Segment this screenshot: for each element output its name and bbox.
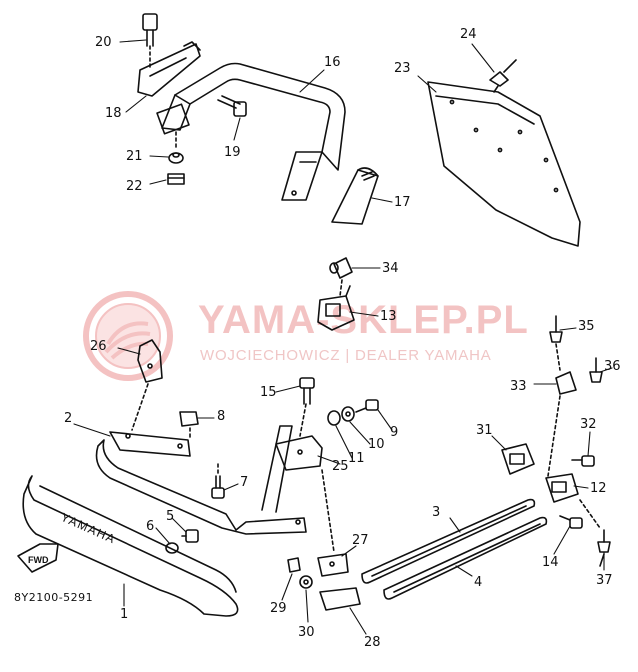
part-37-rivet-shape — [579, 499, 611, 567]
callout-28[interactable]: 28 — [364, 635, 381, 650]
part-32-bolt-shape — [571, 455, 595, 467]
part-30-washer-shape — [299, 575, 313, 589]
part-34-cap-shape — [329, 257, 353, 279]
yamaha-logo-watermark-icon — [83, 291, 173, 381]
part-8-nut-shape — [179, 411, 199, 427]
part-24-rivet-shape — [489, 59, 517, 93]
part-29-nut-shape — [287, 557, 301, 573]
part-31-holder-shape — [501, 443, 535, 475]
callout-13[interactable]: 13 — [380, 309, 397, 324]
callout-24[interactable]: 24 — [460, 27, 477, 42]
callout-29[interactable]: 29 — [270, 601, 287, 616]
part-23-flap-shape — [427, 81, 581, 247]
diagram-part-code: 8Y2100-5291 — [14, 591, 94, 604]
callout-1[interactable]: 1 — [120, 607, 129, 622]
part-21-washer-shape — [168, 152, 184, 164]
callout-8[interactable]: 8 — [217, 409, 226, 424]
callout-4[interactable]: 4 — [474, 575, 483, 590]
callout-26[interactable]: 26 — [90, 339, 107, 354]
part-12-holder-shape — [545, 395, 579, 503]
callout-14[interactable]: 14 — [542, 555, 559, 570]
part-27-bracket-shape — [317, 469, 349, 577]
part-4-trim-strip-shape — [383, 516, 548, 600]
part-3-trim-strip-shape — [361, 498, 536, 584]
callout-5[interactable]: 5 — [166, 509, 175, 524]
callout-19[interactable]: 19 — [224, 145, 241, 160]
part-16-grab-bar-shape — [156, 62, 346, 201]
part-7-bolt-shape — [211, 463, 225, 499]
callout-20[interactable]: 20 — [95, 35, 112, 50]
part-9-bolt-shape — [355, 399, 379, 413]
callout-11[interactable]: 11 — [348, 451, 365, 466]
callout-30[interactable]: 30 — [298, 625, 315, 640]
callout-37[interactable]: 37 — [596, 573, 613, 588]
part-22-nut-shape — [167, 173, 185, 185]
part-13-clamp-shape — [317, 285, 355, 331]
leader-lines — [73, 39, 613, 635]
callout-17[interactable]: 17 — [394, 195, 411, 210]
part-18-bracket-shape — [137, 41, 201, 97]
callout-9[interactable]: 9 — [390, 425, 399, 440]
part-17-end-cap-shape — [331, 167, 379, 225]
part-19-bolt-shape — [217, 95, 247, 117]
callout-15[interactable]: 15 — [260, 385, 277, 400]
callout-3[interactable]: 3 — [432, 505, 441, 520]
callout-27[interactable]: 27 — [352, 533, 369, 548]
part-20-bolt-shape — [142, 13, 158, 69]
fwd-arrow-icon: FWD — [17, 543, 59, 573]
watermark-subtitle: WOJCIECHOWICZ | DEALER YAMAHA — [200, 347, 492, 364]
watermark-title: YAMA-SKLEP.PL — [198, 298, 529, 342]
callout-10[interactable]: 10 — [368, 437, 385, 452]
callout-16[interactable]: 16 — [324, 55, 341, 70]
callout-6[interactable]: 6 — [146, 519, 155, 534]
callout-18[interactable]: 18 — [105, 106, 122, 121]
callout-7[interactable]: 7 — [240, 475, 249, 490]
part-25-bracket-shape — [275, 435, 323, 471]
part-26-bracket-shape — [131, 339, 163, 431]
callout-32[interactable]: 32 — [580, 417, 597, 432]
part-14-bolt-shape — [559, 515, 583, 529]
callout-22[interactable]: 22 — [126, 179, 143, 194]
part-11-washer-shape — [327, 410, 341, 426]
part-28-end-piece-shape — [319, 587, 361, 611]
part-35-rivet-shape — [549, 315, 563, 371]
part-15-bolt-shape — [299, 377, 315, 437]
part-5-bolt-shape — [181, 529, 199, 543]
callout-36[interactable]: 36 — [604, 359, 621, 374]
part-6-washer-shape — [165, 542, 179, 554]
part-33-cap-shape — [555, 371, 577, 395]
part-10-washer-shape — [341, 406, 355, 422]
callout-23[interactable]: 23 — [394, 61, 411, 76]
svg-text:FWD: FWD — [28, 555, 49, 565]
callout-2[interactable]: 2 — [64, 411, 73, 426]
callout-31[interactable]: 31 — [476, 423, 493, 438]
callout-34[interactable]: 34 — [382, 261, 399, 276]
callout-33[interactable]: 33 — [510, 379, 527, 394]
part-2-frame-shape — [95, 425, 307, 535]
part-36-rivet-shape — [589, 357, 603, 383]
callout-12[interactable]: 12 — [590, 481, 607, 496]
callout-21[interactable]: 21 — [126, 149, 143, 164]
callout-35[interactable]: 35 — [578, 319, 595, 334]
callout-25[interactable]: 25 — [332, 459, 349, 474]
